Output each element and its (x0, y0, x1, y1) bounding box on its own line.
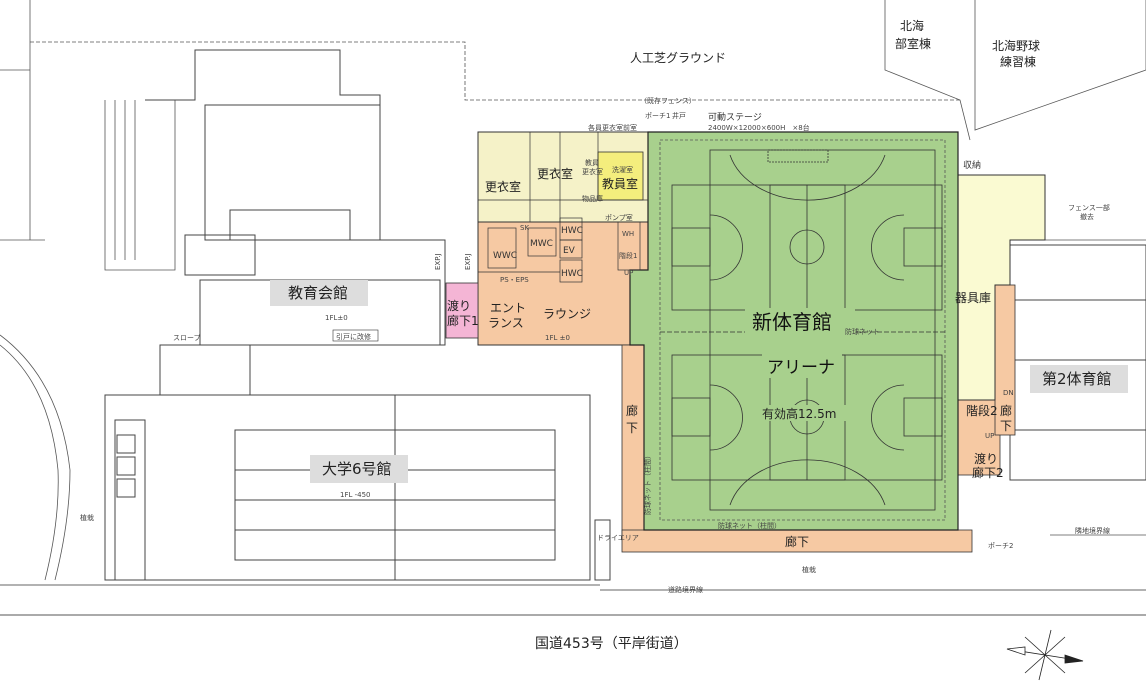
hokkai-club-label-2: 部室棟 (895, 36, 931, 51)
storage-label: 収納 (963, 159, 981, 171)
up2-label: UP (985, 432, 994, 440)
ceiling-label: 有効高12.5m (762, 406, 836, 421)
ps-top-label: 各員更衣室前室 (588, 123, 637, 132)
stairs1-label: 階段1 (619, 251, 637, 260)
ev-label: EV (563, 246, 576, 256)
arena-label: アリーナ (767, 358, 835, 378)
bousai-net2-label: 防球ネット（柱間） (643, 452, 652, 515)
changing1-label: 更衣室 (485, 179, 521, 194)
dn-label: DN (1003, 389, 1014, 397)
staff-changing-label-1: 教員 (585, 158, 599, 167)
hikido-box (332, 329, 379, 342)
core-partitions (478, 132, 648, 283)
new-gym-zones (445, 131, 1046, 553)
hokkai-baseball-label-1: 北海野球 (992, 38, 1040, 53)
compass-icon (1006, 629, 1084, 681)
hokkai-baseball-label-2: 練習棟 (1000, 54, 1036, 69)
corridor-r-label-1: 廊 (1000, 403, 1012, 418)
entrance-label-1: エント (490, 301, 526, 315)
second-gym-building (1009, 244, 1146, 481)
well-label: 井戸 (672, 111, 686, 120)
corridor-h-label: 廊下 (785, 534, 809, 549)
site-lines (0, 0, 1146, 616)
hwc2-label: HWC (561, 269, 583, 279)
existing-fence-label: （既存フェンス） (640, 96, 696, 105)
corridor-v-label-2: 下 (626, 421, 638, 435)
planting1-label: 植栽 (80, 513, 94, 522)
fence-partial-label-1: フェンス一部 (1068, 203, 1110, 212)
route-label: 国道453号（平岸街道） (535, 636, 688, 652)
ps-eps-label: PS・EPS (500, 276, 529, 284)
dry-area-label: ドライエリア (597, 534, 639, 542)
daigaku-building (104, 394, 611, 581)
bridge2-label-1: 渡り (974, 451, 998, 466)
fl-daigaku-label: 1FL -450 (340, 491, 371, 499)
sk-label: SK (520, 224, 529, 232)
staff-room-label: 教員室 (602, 176, 638, 191)
pump-label: ポンプ室 (605, 213, 633, 222)
second-gym-label: 第2体育館 (1042, 370, 1112, 388)
artificial-turf-label: 人工芝グラウンド (630, 50, 726, 65)
hwc1-label: HWC (561, 226, 583, 236)
fl0-edu-label: 1FL±0 (325, 314, 348, 322)
corridor-r-label-2: 下 (1000, 419, 1012, 433)
entrance-label-2: ランス (488, 316, 524, 330)
planting2-label: 植栽 (802, 565, 816, 574)
wwc-label: WWC (493, 251, 517, 261)
exp-j1-label: EXP.J (434, 253, 442, 270)
lounge-label: ラウンジ (543, 307, 591, 321)
fl0-lounge-label: 1FL ±0 (545, 334, 570, 342)
hikido-label: 引戸に改修 (336, 332, 371, 341)
education-hall-label: 教育会館 (288, 284, 348, 302)
staff-changing-label-2: 更衣室 (582, 167, 603, 176)
equipment-zone (954, 174, 1046, 401)
up1-label: UP (624, 269, 633, 277)
education-hall-banner (270, 280, 368, 306)
hokkai-club-label-1: 北海 (900, 18, 924, 33)
exp-j2-label: EXP.J (464, 253, 472, 270)
porch2-label: ポーチ2 (988, 542, 1013, 550)
movable-stage-label: 可動ステージ (708, 112, 762, 123)
wh-label: WH (622, 230, 634, 238)
staff-room-zone (597, 151, 644, 201)
arena-label-bg (762, 354, 842, 378)
stage-dims-label: 2400W×12000×600H ×8台 (708, 123, 810, 132)
ceiling-label-bg (758, 405, 854, 421)
bousai-net3-label: 防球ネット（柱間） (718, 521, 781, 530)
porch1-label: ポーチ1 (645, 112, 670, 120)
bridge1-zone (445, 282, 479, 339)
bridge2-label-2: 廊下2 (972, 465, 1004, 480)
storage-items-label: 物品庫 (582, 194, 603, 203)
fence-partial-label-2: 撤去 (1080, 212, 1094, 221)
slope-label: スロープ (173, 334, 201, 342)
site-boundary-label: 隣地境界線 (1075, 526, 1110, 535)
bridge1-label-1: 渡り (447, 298, 471, 313)
bousai-net1-label: 防球ネット (845, 327, 880, 336)
new-gym-label: 新体育館 (752, 310, 832, 334)
new-gym-label-bg (745, 308, 855, 336)
laundry-label: 洗濯室 (612, 165, 633, 174)
road-boundary-label: 道路境界線 (668, 585, 703, 594)
second-gym-banner (1030, 365, 1128, 393)
equipment-label: 器具庫 (955, 291, 991, 305)
education-building (145, 49, 446, 396)
changing2-label: 更衣室 (537, 166, 573, 181)
bridge1-label-2: 廊下1 (447, 313, 479, 328)
mwc-label: MWC (530, 239, 553, 249)
corridor-right-zone (954, 399, 1001, 476)
stairs2-label: 階段2 (966, 403, 998, 418)
corridor-vertical-zone (621, 344, 645, 541)
daigaku6-banner (310, 455, 408, 483)
corridor-v-label-1: 廊 (626, 403, 638, 418)
daigaku6-label: 大学6号館 (322, 460, 392, 478)
